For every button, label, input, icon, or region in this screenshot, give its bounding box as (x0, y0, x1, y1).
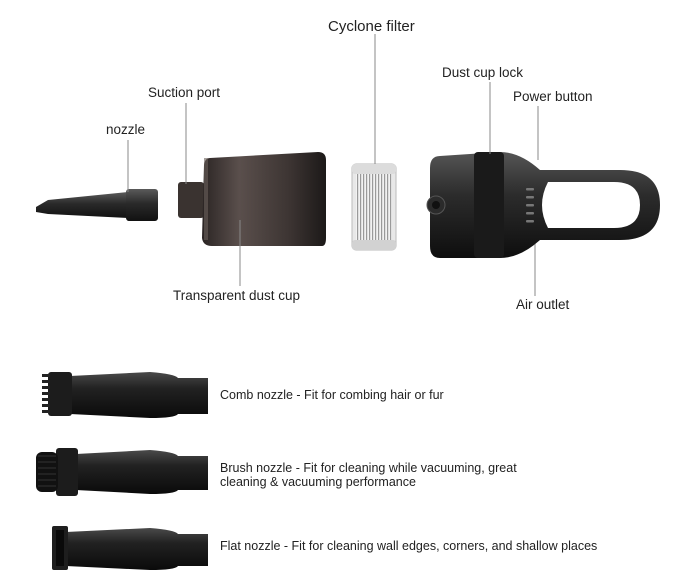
brush-nozzle-description: Brush nozzle - Fit for cleaning while va… (220, 461, 517, 489)
brush-nozzle-description-line2: cleaning & vacuuming performance (220, 475, 416, 489)
label-cyclone-filter: Cyclone filter (328, 18, 415, 35)
label-transparent-dust-cup: Transparent dust cup (173, 288, 301, 303)
nozzle-part (36, 189, 158, 221)
flat-nozzle-image (52, 526, 208, 570)
dust-cup-part (178, 152, 326, 246)
cyclone-filter-part (351, 163, 397, 251)
label-power-button: Power button (513, 89, 593, 104)
label-nozzle: nozzle (106, 122, 146, 137)
label-dust-cup-lock: Dust cup lock (442, 65, 524, 80)
main-body-part (426, 152, 660, 258)
leader-lines (127, 34, 539, 296)
comb-nozzle-description: Comb nozzle - Fit for combing hair or fu… (220, 388, 444, 402)
brush-nozzle-description-line1: Brush nozzle - Fit for cleaning while va… (220, 461, 517, 475)
comb-nozzle-image (42, 372, 208, 418)
label-air-outlet: Air outlet (516, 297, 570, 312)
label-suction-port: Suction port (148, 85, 221, 100)
brush-nozzle-image (36, 448, 208, 496)
flat-nozzle-description: Flat nozzle - Fit for cleaning wall edge… (220, 539, 598, 553)
